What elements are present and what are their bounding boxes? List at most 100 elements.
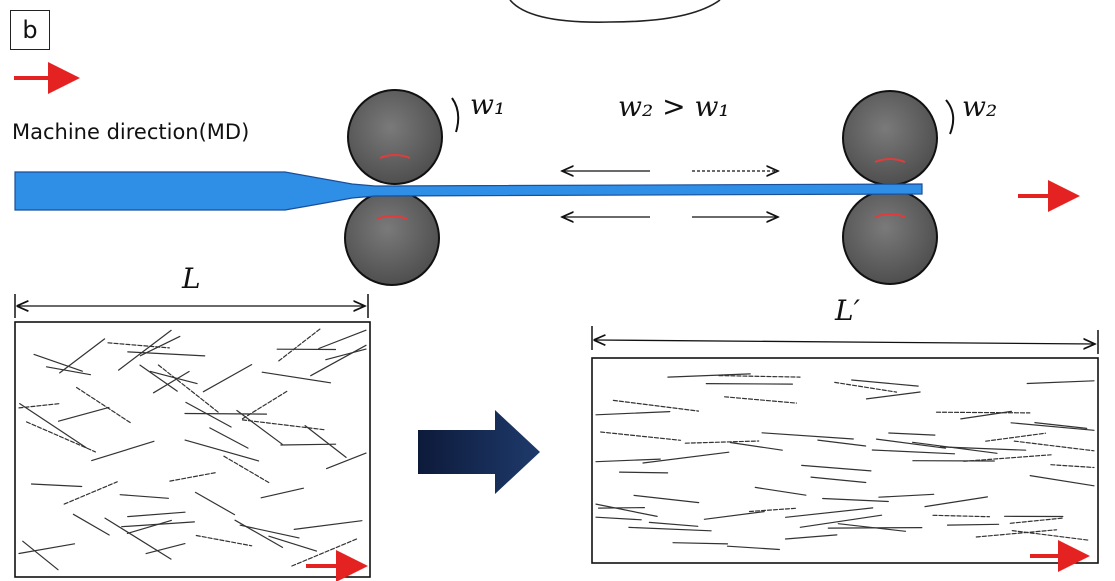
fiber-line [304,425,347,458]
fiber-line [810,476,867,484]
roller-speed-right-label: w₂ [962,90,998,123]
fiber-line [293,520,363,531]
length-before-label: L [182,262,201,295]
transition-arrow [418,410,540,494]
fiber-line [22,540,59,571]
fiber-line [260,487,304,499]
fiber-line [195,534,253,547]
fiber-line [939,446,1027,451]
fiber-line [946,523,1000,526]
fiber-line [126,519,172,535]
fiber-line [726,545,781,551]
fiber-line [194,491,236,516]
fiber-line [184,412,268,415]
fibers-aligned [595,373,1095,551]
fiber-line [19,403,87,449]
fiber-line [628,526,712,532]
fiber-line [209,427,249,449]
polymer-film [14,171,923,211]
fiber-line [184,439,260,462]
fiber-line [597,507,646,509]
fiber-line [834,381,898,393]
fiber-line [963,454,1052,462]
fiber-line [26,421,97,453]
fiber-line [139,364,178,392]
fiber-line [278,327,322,362]
fiber-line [236,409,283,445]
fiber-line [642,451,730,464]
fiber-line [268,535,318,552]
machine-direction-label: Machine direction(MD) [12,120,250,144]
fiber-line [871,449,956,455]
fiber-line [33,353,83,372]
fiber-line [241,419,325,431]
fiber-line [325,348,367,361]
fiber-line [754,486,807,496]
fiber-line [822,497,889,503]
fiber-line [239,524,300,539]
fiber-line [104,517,172,560]
dimension-line-after [591,326,1099,354]
fiber-line [595,516,642,521]
fiber-line [837,523,907,532]
fiber-line [63,481,118,505]
fiber-line [595,503,658,518]
fiber-line [59,338,106,374]
panel-label: b [10,10,50,50]
fiber-line [703,511,765,520]
fiber-line [326,452,367,470]
fiber-line [729,441,783,451]
fiber-line [1010,422,1095,431]
fiber-line [985,432,1047,442]
roller-speed-left-label: w₁ [470,88,506,121]
fiber-line [667,373,751,378]
fiber-line [718,375,801,378]
right-lower-roller [842,189,938,285]
fiber-line [935,411,1031,414]
fiber-line [612,399,700,412]
fiber-box-before [14,321,371,578]
fiber-line [169,472,216,482]
fiber-line [75,386,131,424]
fiber-line [18,543,76,555]
fiber-line [600,431,682,441]
fiber-line [45,366,92,376]
dimension-line-before [14,294,369,318]
fiber-line [107,342,170,349]
fiber-line [1026,380,1095,385]
fiber-line [152,370,190,394]
fiber-line [30,483,83,488]
fiber-line [72,513,110,536]
fiber-line [878,493,935,498]
fiber-line [851,379,919,387]
fiber-line [145,542,186,555]
fiber-line [318,329,367,350]
roller-speed-left-tick [451,97,460,133]
fiber-line [888,432,936,436]
length-after-label: L′ [835,294,860,327]
fiber-line [748,507,797,513]
fiber-line [975,529,1058,538]
fiber-line [119,494,169,499]
fiber-line [117,329,172,371]
right-upper-roller [842,90,938,186]
fiber-line [799,514,883,528]
fiber-line [1034,422,1088,429]
fiber-line [672,542,729,545]
left-upper-roller [347,89,443,185]
fiber-line [1050,464,1095,469]
fiber-line [185,401,232,428]
fiber-line [595,458,661,463]
fiber-line [761,432,854,440]
fiber-line [633,494,700,504]
fiber-line [595,411,671,416]
fiber-line [280,443,337,446]
fiber-line [932,514,991,518]
fiber-line [91,440,155,462]
fiber-line [261,371,332,384]
left-lower-roller [344,190,440,286]
fiber-line [924,496,989,508]
fiber-line [291,538,358,567]
fiber-line [57,406,110,422]
